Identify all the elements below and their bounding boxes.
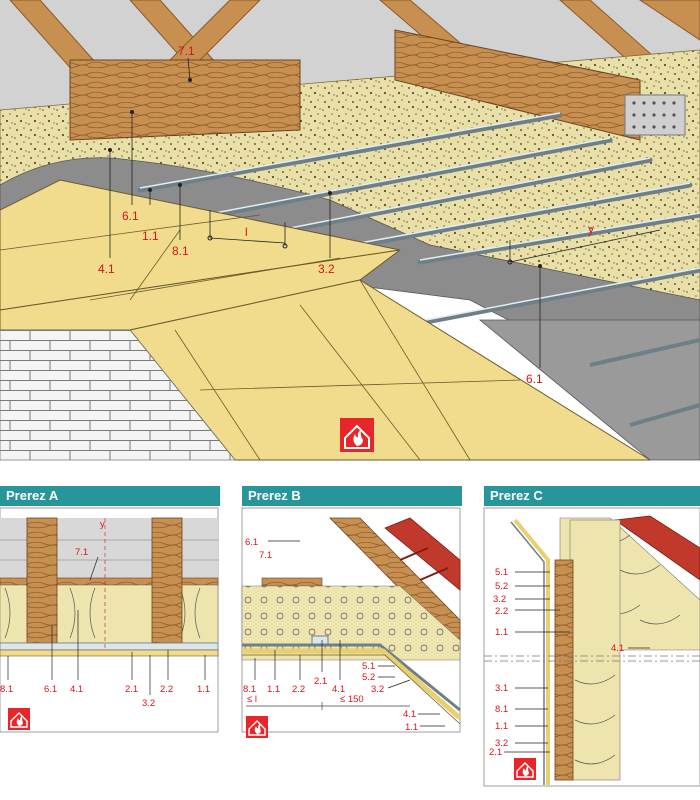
metal-profile-highlights xyxy=(139,112,700,324)
section-c-label-3-2: 3.2 xyxy=(493,594,506,605)
label-4-1: 4.1 xyxy=(98,262,115,276)
section-a-title: Prerez A xyxy=(0,486,220,506)
section-c-stud xyxy=(554,559,574,781)
label-1-1: 1.1 xyxy=(142,229,159,243)
label-dimension-y: y xyxy=(588,222,594,236)
section-a-label-2-1: 2.1 xyxy=(125,684,138,695)
section-c-drawing: 5.1 5.2 3.2 2.2 1.1 4.1 3.1 8.1 1.1 3.2 … xyxy=(483,507,700,787)
board-joints xyxy=(0,214,341,301)
section-b-label-3-2: 3.2 xyxy=(371,684,384,695)
label-6-1-top: 6.1 xyxy=(122,209,139,223)
section-b-label-2-1: 2.1 xyxy=(314,676,327,687)
label-8-1: 8.1 xyxy=(172,244,189,258)
section-a-label-4-1: 4.1 xyxy=(70,684,83,695)
section-a-rafter-1 xyxy=(26,517,58,644)
section-c-label-3-1: 3.1 xyxy=(495,683,508,694)
leader-dots xyxy=(108,78,542,268)
section-b-label-5-2: 5.2 xyxy=(362,672,375,683)
section-b-insulation xyxy=(241,585,461,661)
section-c-label-5-2: 5.2 xyxy=(495,581,508,592)
leader-lines xyxy=(109,57,661,368)
side-profile-2 xyxy=(629,403,700,427)
section-c-label-8-1: 8.1 xyxy=(495,704,508,715)
section-c-roof-tiles xyxy=(613,515,700,581)
side-profile-1 xyxy=(589,338,700,367)
section-c-title: Prerez C xyxy=(484,486,700,506)
section-b-label-6-1: 6.1 xyxy=(245,537,258,548)
section-b-label-2-2: 2.2 xyxy=(292,684,305,695)
section-b-label-5-1: 5.1 xyxy=(362,661,375,672)
section-b-title: Prerez B xyxy=(242,486,462,506)
label-3-2: 3.2 xyxy=(318,262,335,276)
section-a-drawing: y 7.1 8.1 6.1 4.1 2.1 3.2 2.2 1.1 xyxy=(0,507,219,733)
section-b-fire-badge xyxy=(246,716,268,738)
section-b-roof-tiles xyxy=(384,517,461,591)
section-b-label-4-1b: 4.1 xyxy=(403,709,416,720)
section-a-profile xyxy=(0,642,219,651)
section-b-profile xyxy=(242,643,461,712)
section-c-label-4-1: 4.1 xyxy=(611,643,624,654)
section-c-board xyxy=(513,518,550,785)
label-dimension-l: l xyxy=(245,225,248,239)
beam-left xyxy=(69,59,301,141)
flame-icon xyxy=(353,430,363,446)
bracket-holes xyxy=(632,101,676,129)
section-b-label-1-1b: 1.1 xyxy=(405,722,418,733)
section-c-wall-insulation xyxy=(569,519,621,781)
section-b-label-1-1: 1.1 xyxy=(267,684,280,695)
section-c-fire-badge xyxy=(514,758,536,780)
section-b-label-4-1: 4.1 xyxy=(332,684,345,695)
section-a-label-2-2: 2.2 xyxy=(160,684,173,695)
section-c-label-1-1b: 1.1 xyxy=(495,721,508,732)
section-a-board xyxy=(0,649,219,657)
label-6-1-right: 6.1 xyxy=(526,372,543,386)
section-b-label-8-1: 8.1 xyxy=(243,684,256,695)
section-b-batten xyxy=(261,577,323,587)
fire-protection-badge xyxy=(340,418,374,452)
section-a-label-7-1: 7.1 xyxy=(75,547,88,558)
section-b-label-7-1: 7.1 xyxy=(259,550,272,561)
section-b-dim-150: ≤ 150 xyxy=(340,694,364,705)
section-c-label-2-2: 2.2 xyxy=(495,606,508,617)
section-a-label-3-2: 3.2 xyxy=(142,698,155,709)
section-b-board xyxy=(242,648,462,720)
sloped-board-joints xyxy=(174,279,521,461)
section-c-label-3-2b: 3.2 xyxy=(495,738,508,749)
section-a-label-6-1: 6.1 xyxy=(44,684,57,695)
section-a-label-1-1: 1.1 xyxy=(197,684,210,695)
side-membrane xyxy=(478,319,700,461)
brick-wall xyxy=(0,329,236,461)
section-a-rafter-2 xyxy=(151,517,183,644)
house-icon xyxy=(344,424,370,449)
main-illustration: 7.1 6.1 1.1 8.1 4.1 3.2 6.1 l y xyxy=(0,0,700,461)
section-a-fire-badge xyxy=(8,708,30,730)
section-a-label-8-1: 8.1 xyxy=(0,684,13,695)
section-b-drawing: 6.1 7.1 8.1 1.1 2.2 2.1 4.1 5.1 5.2 3.2 … xyxy=(241,507,462,738)
section-c-label-5-1: 5.1 xyxy=(495,567,508,578)
section-b-dim-l: ≤ l xyxy=(247,694,257,705)
section-c-label-2-1: 2.1 xyxy=(489,747,502,758)
label-7-1: 7.1 xyxy=(178,44,195,58)
section-a-label-y: y xyxy=(100,519,105,530)
section-c-label-1-1: 1.1 xyxy=(495,627,508,638)
beam-right xyxy=(394,29,641,141)
